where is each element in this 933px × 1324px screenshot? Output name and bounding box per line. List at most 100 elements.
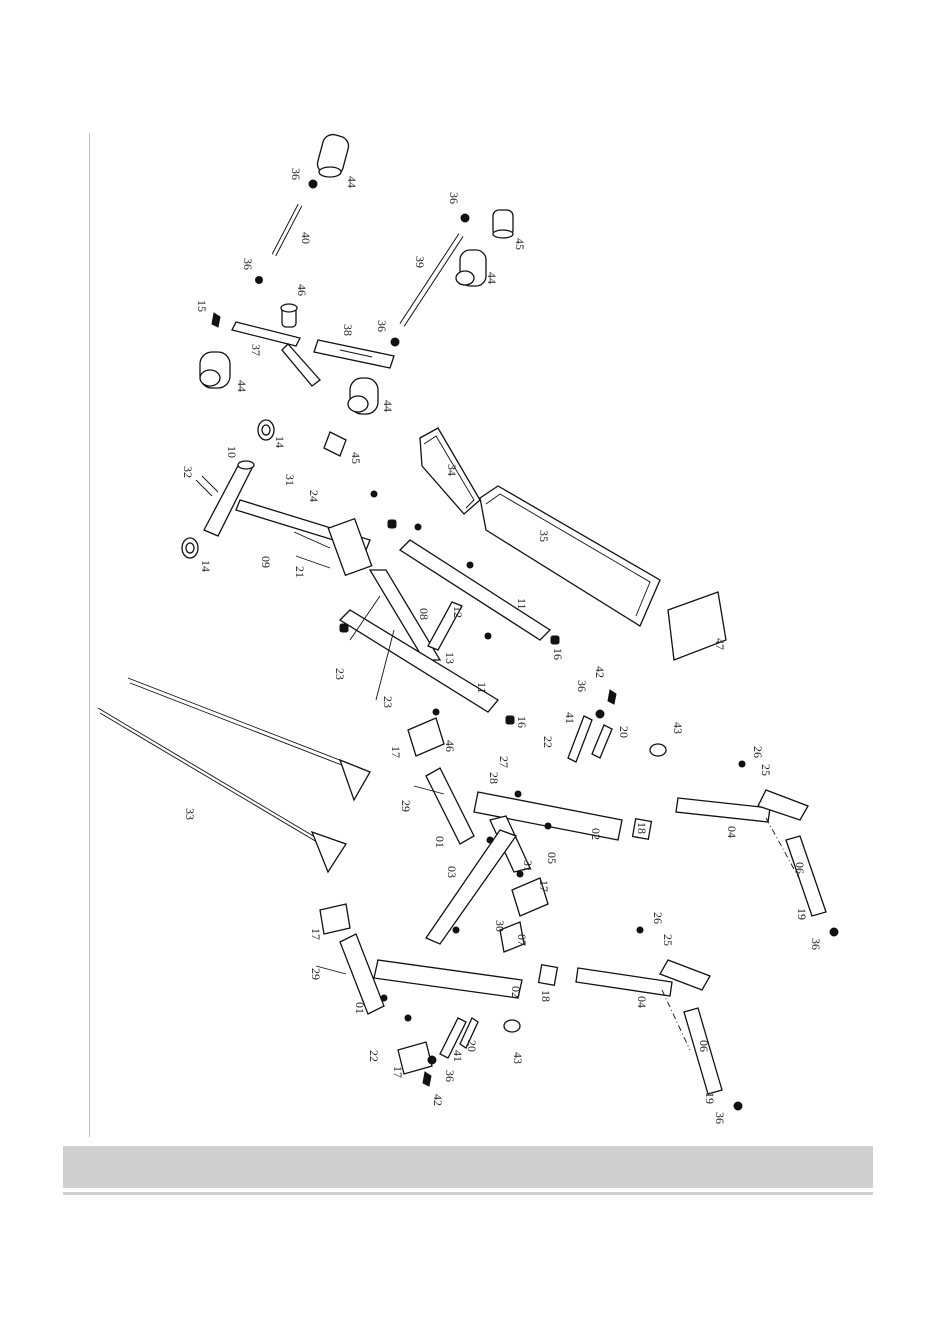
part-label: 31: [283, 474, 297, 486]
part-label: 31: [521, 860, 535, 872]
part-label: 41: [563, 712, 577, 724]
part-label: 04: [725, 826, 739, 838]
part-label: 15: [195, 300, 209, 312]
part-label: 22: [367, 1050, 381, 1062]
end-cap-36: [596, 710, 604, 718]
part-label: 27: [497, 756, 511, 768]
part-label: 14: [273, 436, 287, 448]
part-label: 41: [451, 1050, 465, 1062]
part-label: 40: [299, 232, 313, 244]
part-label: 11: [515, 598, 529, 610]
end-cap-36: [734, 1102, 742, 1110]
part-label: 25: [759, 764, 773, 776]
leg-roller-bar-37: [232, 322, 320, 386]
part-label: 35: [537, 530, 551, 542]
tube-06-upper: [786, 836, 826, 916]
part-label: 25: [661, 934, 675, 946]
part-label: 12: [451, 606, 465, 618]
part-label: 36: [575, 680, 589, 692]
part-label: 33: [183, 808, 197, 820]
part-label: 36: [809, 938, 823, 950]
knob-46-top: [281, 304, 297, 327]
sleeve-45-top: [493, 210, 513, 238]
part-label: 47: [713, 638, 727, 650]
part-label: 01: [433, 836, 447, 848]
end-cap-36: [391, 338, 399, 346]
part-label: 36: [289, 168, 303, 180]
end-cap-36: [461, 214, 469, 222]
part-label: 23: [333, 668, 347, 680]
part-label: 42: [431, 1094, 445, 1106]
part-label: 39: [413, 256, 427, 268]
part-label: 02: [589, 828, 603, 840]
cap-14: [182, 538, 198, 558]
foam-roller-44: [456, 250, 486, 286]
leg-04-upper: [676, 790, 808, 822]
sleeve-45: [324, 432, 346, 456]
part-label: 17: [391, 1066, 405, 1078]
part-label: 45: [349, 452, 363, 464]
part-label: 16: [515, 716, 529, 728]
part-label: 05: [545, 852, 559, 864]
foam-roller-44-top: [315, 132, 350, 177]
part-label: 19: [703, 1092, 717, 1104]
end-cap-36: [428, 1056, 436, 1064]
part-label: 06: [793, 862, 807, 874]
part-label: 22: [541, 736, 555, 748]
part-label: 32: [181, 466, 195, 478]
part-label: 10: [225, 446, 239, 458]
end-cap-36: [309, 180, 317, 188]
part-label: 18: [539, 990, 553, 1002]
part-label: 42: [593, 666, 607, 678]
part-label: 07: [515, 934, 529, 946]
cap-14-top: [258, 420, 274, 440]
roller-bar-38: [314, 340, 394, 368]
part-label: 19: [795, 908, 809, 920]
part-label: 20: [465, 1040, 479, 1052]
part-label: 44: [235, 380, 249, 392]
part-label: 44: [485, 272, 499, 284]
part-label: 20: [617, 726, 631, 738]
part-label: 30: [493, 920, 507, 932]
part-label: 11: [475, 682, 489, 694]
part-label: 36: [443, 1070, 457, 1082]
part-label: 29: [309, 968, 323, 980]
rod-39: [402, 235, 461, 325]
part-label: 44: [345, 176, 359, 188]
part-label: 17: [389, 746, 403, 758]
part-label: 26: [651, 912, 665, 924]
part-label: 46: [443, 740, 457, 752]
part-label: 08: [417, 608, 431, 620]
rod-40: [274, 205, 300, 255]
part-label: 36: [241, 258, 255, 270]
footer-rule: [63, 1192, 873, 1195]
part-label: 23: [381, 696, 395, 708]
part-label: 04: [635, 996, 649, 1008]
pin-15: [212, 313, 220, 327]
end-cap-18: [539, 819, 652, 986]
part-label: 16: [551, 648, 565, 660]
tube-10: [204, 461, 254, 536]
end-cap-36: [830, 928, 838, 936]
cable-33-lower: [98, 708, 346, 872]
part-label: 06: [697, 1040, 711, 1052]
footer-band: [63, 1146, 873, 1188]
foam-roller-44: [348, 378, 378, 414]
part-label: 18: [635, 822, 649, 834]
part-label: 26: [751, 746, 765, 758]
part-label: 09: [259, 556, 273, 568]
bracket-01-upper: [426, 768, 474, 844]
part-label: 43: [671, 722, 685, 734]
foam-roller-44: [200, 352, 230, 388]
part-label: 14: [199, 560, 213, 572]
part-label: 24: [307, 490, 321, 502]
part-label: 45: [513, 238, 527, 250]
part-label: 34: [445, 464, 459, 476]
end-cap-36: [256, 277, 263, 284]
leg-04-lower: [576, 960, 710, 996]
part-label: 03: [445, 866, 459, 878]
part-label: 29: [399, 800, 413, 812]
part-label: 02: [509, 986, 523, 998]
pin-32: [196, 476, 218, 496]
part-label: 43: [511, 1052, 525, 1064]
